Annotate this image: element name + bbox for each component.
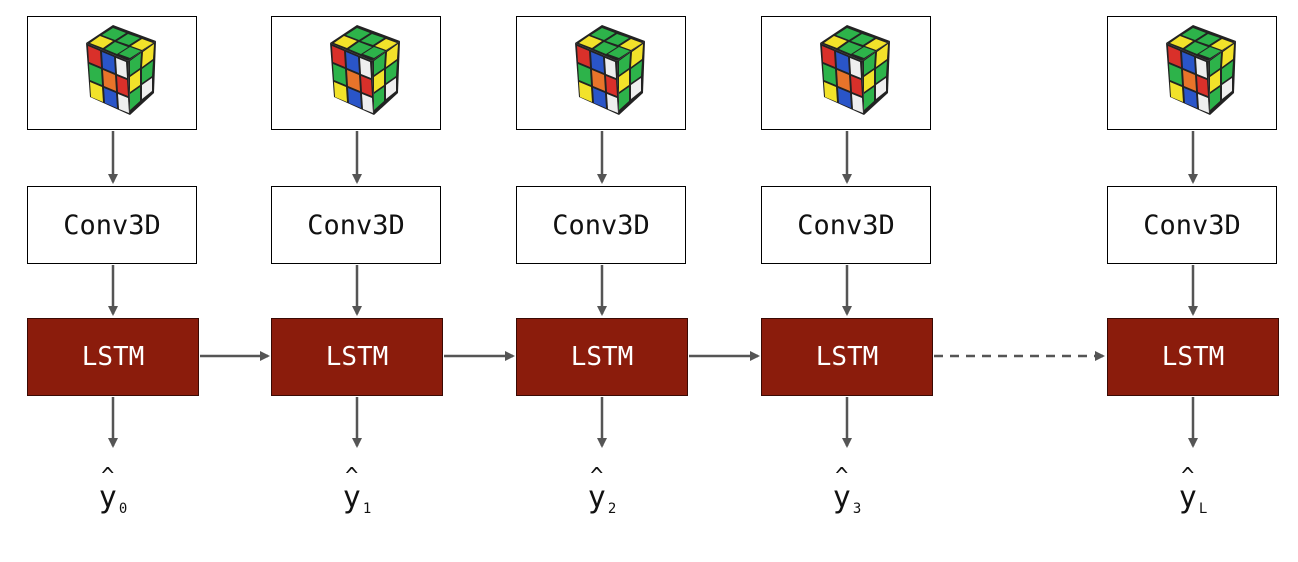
conv3d-block: Conv3D	[27, 186, 197, 264]
lstm-block: LSTM	[271, 318, 443, 396]
rubiks-cube-icon	[820, 25, 890, 115]
input-frame-image	[761, 16, 931, 130]
conv3d-block: Conv3D	[271, 186, 441, 264]
rubiks-cube-icon	[1166, 25, 1236, 115]
conv3d-block: Conv3D	[516, 186, 686, 264]
rubiks-cube-icon	[575, 25, 645, 115]
rubiks-cube-icon	[330, 25, 400, 115]
input-frame-image	[271, 16, 441, 130]
lstm-block: LSTM	[761, 318, 933, 396]
input-frame-image	[1107, 16, 1277, 130]
lstm-block: LSTM	[1107, 318, 1279, 396]
conv3d-block: Conv3D	[1107, 186, 1277, 264]
input-frame-image	[27, 16, 197, 130]
input-frame-image	[516, 16, 686, 130]
conv3d-block: Conv3D	[761, 186, 931, 264]
lstm-block: LSTM	[27, 318, 199, 396]
rubiks-cube-icon	[86, 25, 156, 115]
lstm-block: LSTM	[516, 318, 688, 396]
